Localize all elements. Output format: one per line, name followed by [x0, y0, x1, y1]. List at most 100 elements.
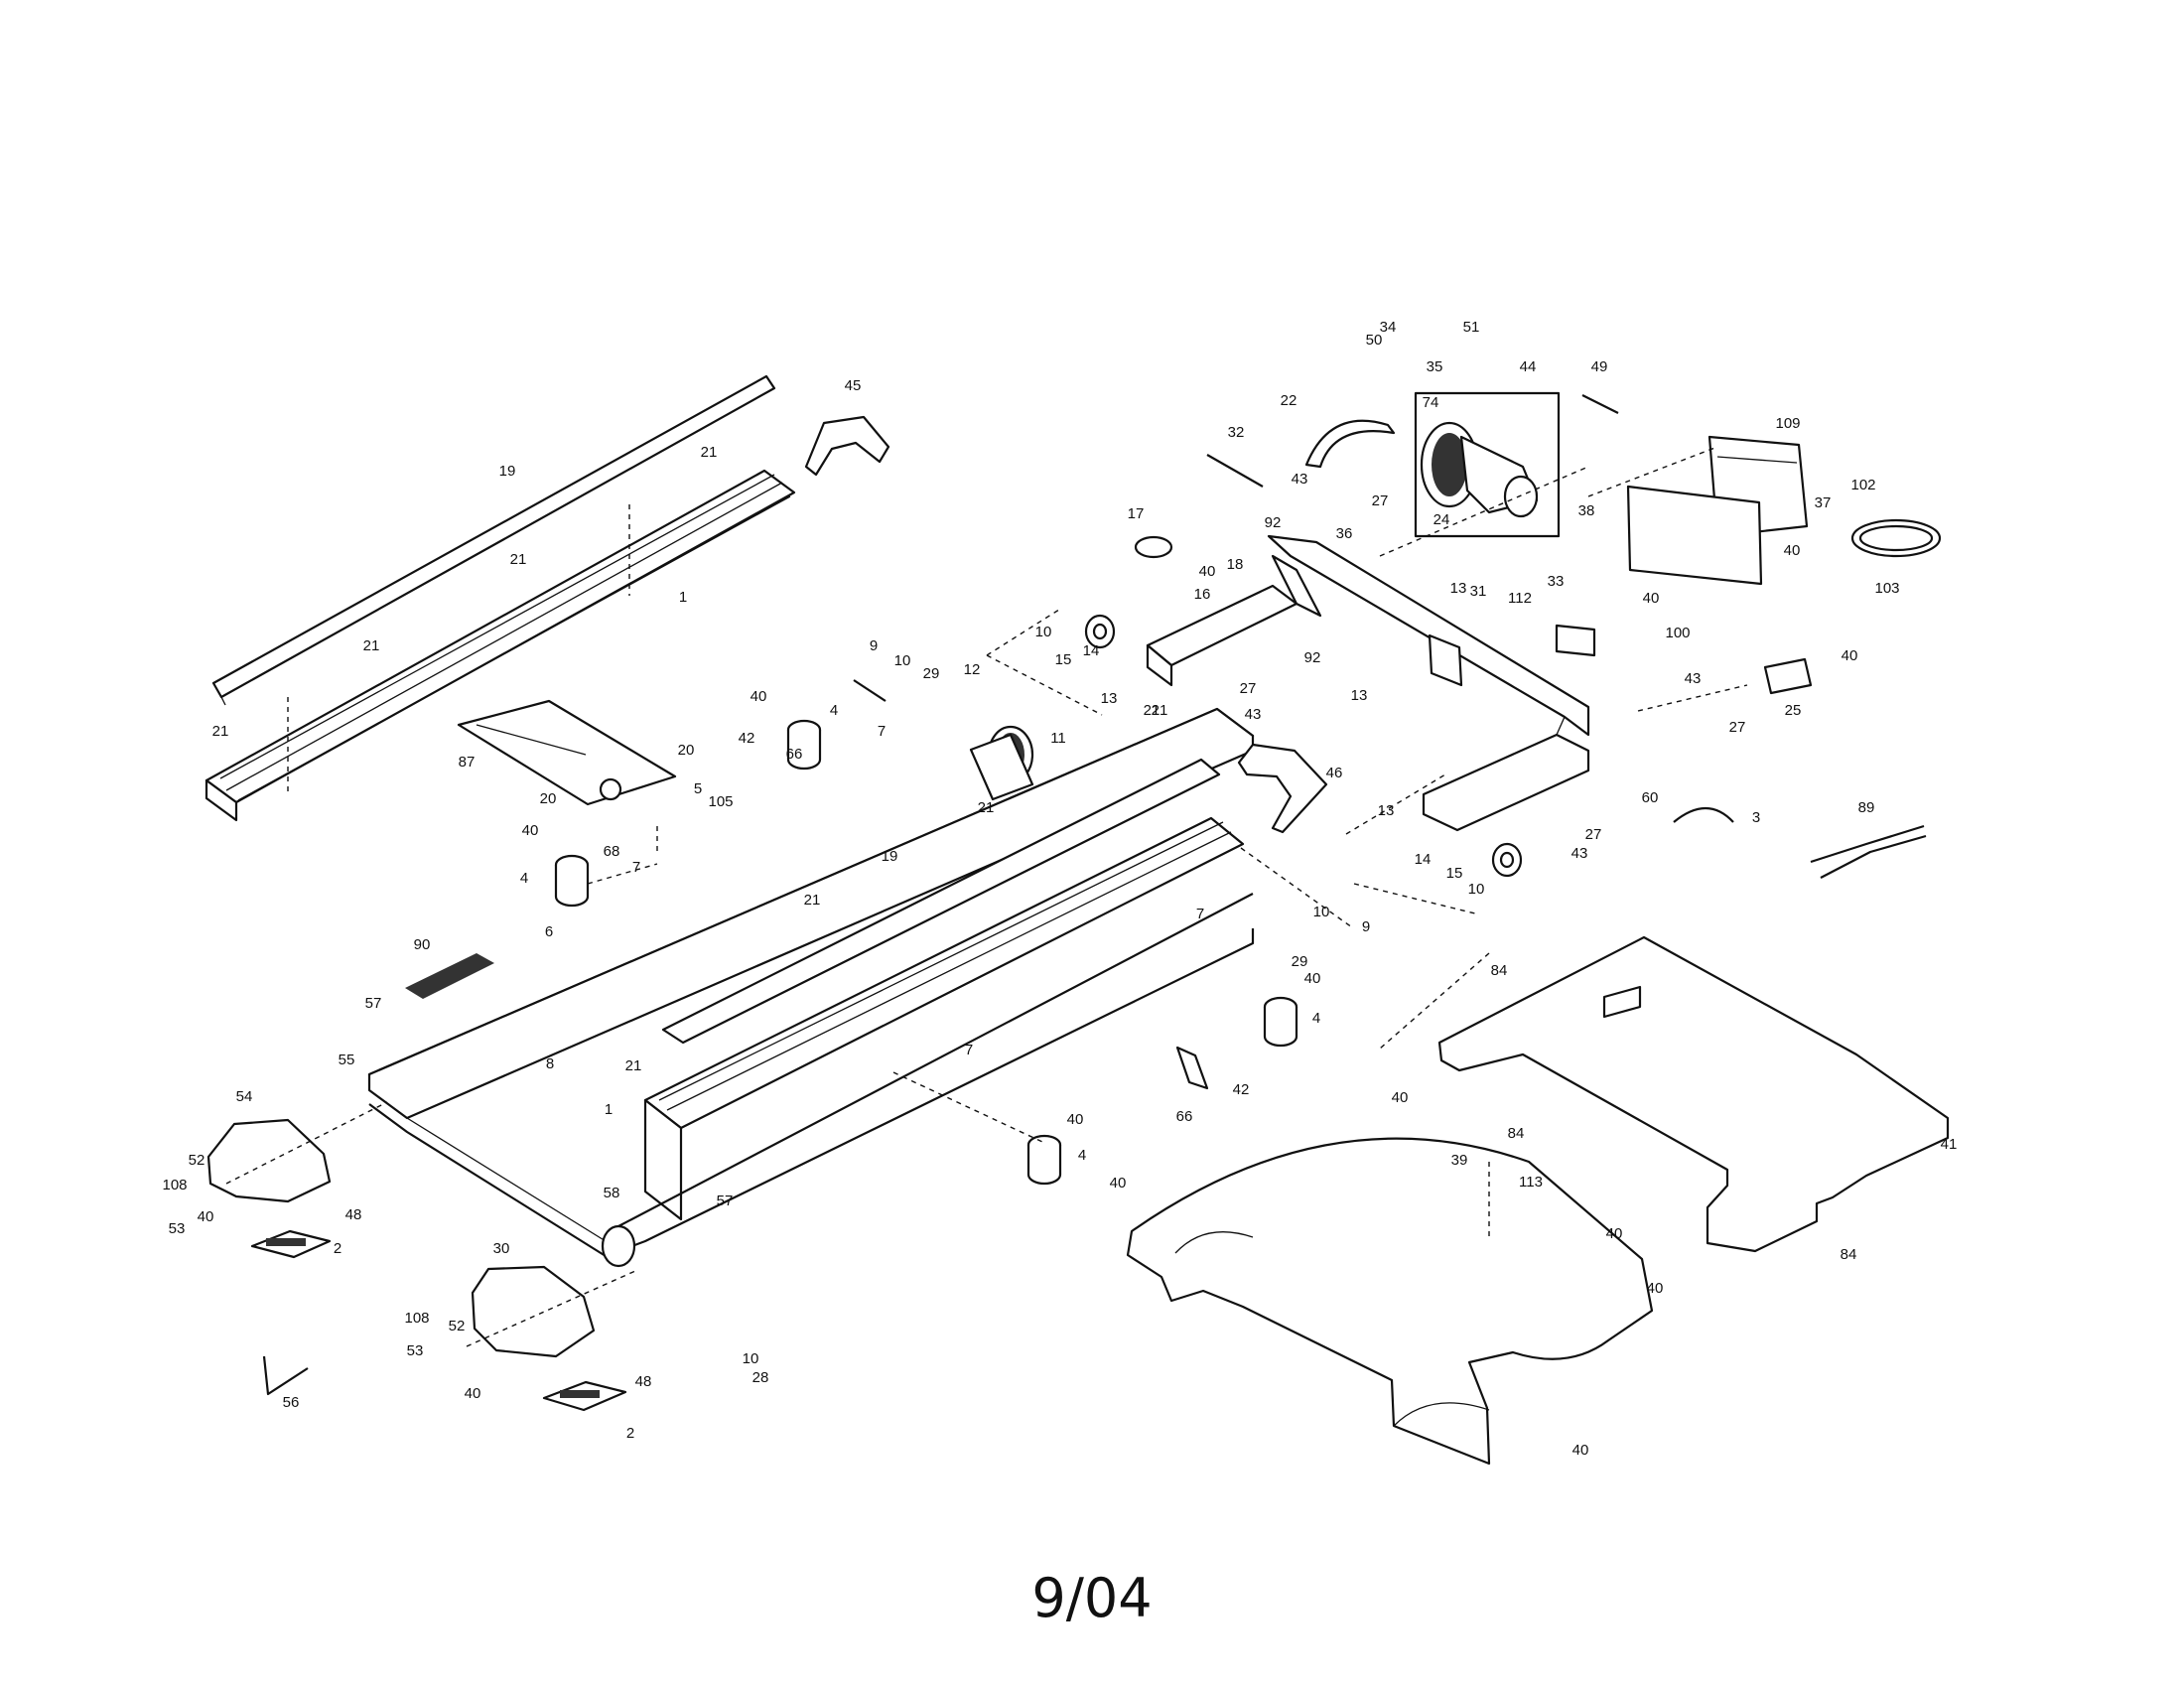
part-label-40: 40: [1643, 590, 1660, 607]
part-label-21: 21: [212, 723, 229, 740]
part-label-1: 1: [679, 589, 687, 606]
part-label-74: 74: [1423, 394, 1439, 411]
part-label-40: 40: [1647, 1280, 1664, 1297]
part-label-108: 108: [404, 1310, 429, 1327]
part-label-40: 40: [198, 1208, 214, 1225]
part-label-19: 19: [499, 463, 516, 480]
part-label-2: 2: [626, 1425, 634, 1442]
bolt-9-left: [853, 679, 887, 702]
part-label-21: 21: [510, 551, 527, 568]
part-label-40: 40: [1392, 1089, 1409, 1106]
part-label-7: 7: [632, 859, 640, 876]
part-label-42: 42: [739, 730, 755, 747]
part-label-92: 92: [1304, 649, 1321, 666]
part-label-53: 53: [407, 1342, 424, 1359]
part-label-19: 19: [882, 848, 898, 865]
cushion-4a: [786, 719, 822, 771]
part-label-53: 53: [169, 1220, 186, 1237]
wheel-15a: [1084, 614, 1116, 649]
part-label-36: 36: [1336, 525, 1353, 542]
part-label-92: 92: [1265, 514, 1282, 531]
part-label-4: 4: [1078, 1147, 1086, 1164]
part-label-84: 84: [1841, 1246, 1857, 1263]
part-label-56: 56: [283, 1394, 300, 1411]
part-label-37: 37: [1815, 494, 1832, 511]
panel-38: [1626, 485, 1763, 586]
foot-pad-48b: [542, 1380, 627, 1412]
part-label-48: 48: [635, 1373, 652, 1390]
part-label-29: 29: [923, 665, 940, 682]
hood-45: [804, 415, 890, 477]
part-label-31: 31: [1470, 583, 1487, 600]
switch-25: [1763, 657, 1813, 695]
part-label-7: 7: [878, 723, 886, 740]
bolt-32: [1206, 454, 1264, 488]
part-label-57: 57: [365, 995, 382, 1012]
part-label-13: 13: [1351, 687, 1368, 704]
part-label-10: 10: [1035, 624, 1052, 640]
part-label-89: 89: [1858, 799, 1875, 816]
part-label-27: 27: [1729, 719, 1746, 736]
part-label-4: 4: [1312, 1010, 1320, 1027]
part-label-27: 27: [1240, 680, 1257, 697]
part-label-13: 13: [1378, 802, 1395, 819]
part-label-38: 38: [1578, 502, 1595, 519]
plate-87: [457, 699, 677, 806]
motor-hood-39: [1126, 1137, 1654, 1466]
part-label-9: 9: [870, 637, 878, 654]
part-label-84: 84: [1491, 962, 1508, 979]
part-label-87: 87: [459, 754, 476, 771]
part-label-20: 20: [540, 790, 557, 807]
part-label-103: 103: [1874, 580, 1899, 597]
part-label-29: 29: [1292, 953, 1308, 970]
part-label-109: 109: [1775, 415, 1800, 432]
part-label-30: 30: [493, 1240, 510, 1257]
part-label-21: 21: [363, 637, 380, 654]
part-label-10: 10: [743, 1350, 759, 1367]
part-label-40: 40: [1842, 647, 1858, 664]
part-label-10: 10: [1313, 904, 1330, 920]
part-label-68: 68: [604, 843, 620, 860]
part-label-49: 49: [1591, 358, 1608, 375]
part-label-43: 43: [1245, 706, 1262, 723]
cable-17: [1134, 535, 1173, 559]
part-label-40: 40: [1784, 542, 1801, 559]
part-label-21: 21: [978, 799, 995, 816]
endcap-54: [206, 1118, 332, 1203]
part-label-27: 27: [1585, 826, 1602, 843]
part-callout-labels: 1921212121145872020510568404740474266910…: [162, 319, 1957, 1459]
part-label-10: 10: [894, 652, 911, 669]
part-label-45: 45: [845, 377, 862, 394]
decal-90: [405, 953, 494, 999]
part-label-40: 40: [522, 822, 539, 839]
part-label-51: 51: [1463, 319, 1480, 336]
part-label-18: 18: [1227, 556, 1244, 573]
rail-cover-left-19: [211, 374, 776, 706]
rail-cover-right-19: [661, 758, 1221, 1045]
part-label-1: 1: [605, 1101, 613, 1118]
part-label-34: 34: [1380, 319, 1397, 336]
foot-pad-48a: [250, 1229, 332, 1259]
hex-key-56: [262, 1355, 309, 1396]
part-label-14: 14: [1415, 851, 1432, 868]
side-rail-right-1: [643, 816, 1245, 1221]
drive-belt-22: [1304, 419, 1396, 469]
revision-date: 9/04: [1031, 1567, 1153, 1629]
part-label-28: 28: [752, 1369, 769, 1386]
part-label-42: 42: [1233, 1081, 1250, 1098]
part-label-6: 6: [545, 923, 553, 940]
part-label-14: 14: [1083, 642, 1100, 659]
part-label-112: 112: [1508, 590, 1532, 607]
part-label-4: 4: [830, 702, 838, 719]
assembly-guides: [225, 446, 1748, 1347]
rod-49: [1581, 394, 1619, 414]
part-label-20: 20: [678, 742, 695, 759]
base-41: [1437, 935, 1950, 1253]
part-label-90: 90: [414, 936, 431, 953]
part-label-5: 5: [694, 780, 702, 797]
side-rail-left-1: [205, 469, 796, 822]
part-label-2: 2: [334, 1240, 341, 1257]
part-label-25: 25: [1785, 702, 1802, 719]
part-label-66: 66: [1176, 1108, 1193, 1125]
part-label-50: 50: [1366, 332, 1383, 349]
